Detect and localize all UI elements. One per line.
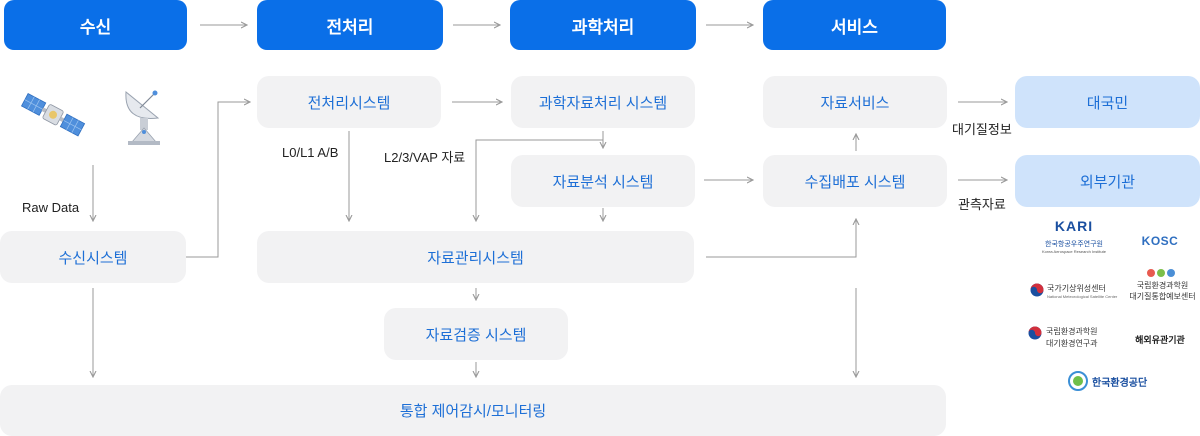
- nier-climate-logo-line2: 대기환경연구과: [1046, 339, 1098, 348]
- distribution-system-box: 수집배포 시스템: [763, 155, 947, 207]
- external-target-box: 외부기관: [1015, 155, 1200, 207]
- management-system-box: 자료관리시스템: [257, 231, 694, 283]
- overseas-agencies-label: 해외유관기관: [1135, 335, 1185, 345]
- arrow-management-to-distribution: [706, 219, 856, 258]
- kari-logo-mark: KARI: [1054, 218, 1094, 234]
- kari-logo: KARI 한국항공우주연구원 Korea Aerospace Research …: [1040, 218, 1108, 260]
- receive-system-box: 수신시스템: [0, 231, 186, 283]
- keco-logo: 한국환경공단: [1068, 370, 1158, 392]
- arrow-l2-to-management: [476, 139, 603, 221]
- nier-aq-logo-line1: 국립환경과학원: [1136, 281, 1189, 290]
- stage-service: 서비스: [763, 0, 946, 50]
- nier-aq-logo-line2: 대기질통합예보센터: [1129, 292, 1196, 301]
- raw-data-label: Raw Data: [22, 200, 80, 215]
- satellite-icon: [20, 93, 86, 137]
- nmsc-logo-name: 국가기상위성센터: [1047, 284, 1106, 293]
- nier-climate-logo-line1: 국립환경과학원: [1046, 327, 1098, 336]
- l2l3-label: L2/3/VAP 자료: [384, 150, 466, 165]
- science-system-box: 과학자료처리 시스템: [511, 76, 695, 128]
- analysis-system-box: 자료분석 시스템: [511, 155, 695, 207]
- public-target-box: 대국민: [1015, 76, 1200, 128]
- nmsc-logo-english: National Meteorological Satellite Center: [1047, 294, 1118, 299]
- antenna-dish-icon: [125, 90, 160, 145]
- nmsc-logo: 국가기상위성센터 National Meteorological Satelli…: [1030, 280, 1118, 304]
- data-service-box: 자료서비스: [763, 76, 947, 128]
- stage-receive: 수신: [4, 0, 187, 50]
- keco-logo-name: 한국환경공단: [1092, 378, 1148, 389]
- air-quality-info-label: 대기질정보: [952, 122, 1012, 137]
- keco-emblem-icon: [1068, 371, 1088, 391]
- nier-climate-logo: 국립환경과학원 대기환경연구과: [1028, 322, 1113, 352]
- l0l1-label: L0/L1 A/B: [282, 145, 339, 160]
- kari-logo-english: Korea Aerospace Research Institute: [1041, 249, 1107, 254]
- nier-aq-emblem-icon: [1147, 269, 1175, 277]
- taegeuk-icon: [1030, 283, 1044, 297]
- validation-system-box: 자료검증 시스템: [384, 308, 568, 360]
- kosc-logo: KOSC: [1141, 234, 1179, 248]
- kari-logo-name: 한국항공우주연구원: [1045, 241, 1103, 248]
- nier-aq-logo: 국립환경과학원 대기질통합예보센터: [1125, 268, 1200, 308]
- stage-preprocess: 전처리: [257, 0, 443, 50]
- arrow-receive-to-preprocess: [186, 102, 250, 258]
- observation-data-label: 관측자료: [958, 197, 1006, 212]
- monitoring-system-box: 통합 제어감시/모니터링: [0, 385, 946, 436]
- taegeuk-icon: [1028, 326, 1042, 340]
- stage-science: 과학처리: [510, 0, 696, 50]
- preprocess-system-box: 전처리시스템: [257, 76, 441, 128]
